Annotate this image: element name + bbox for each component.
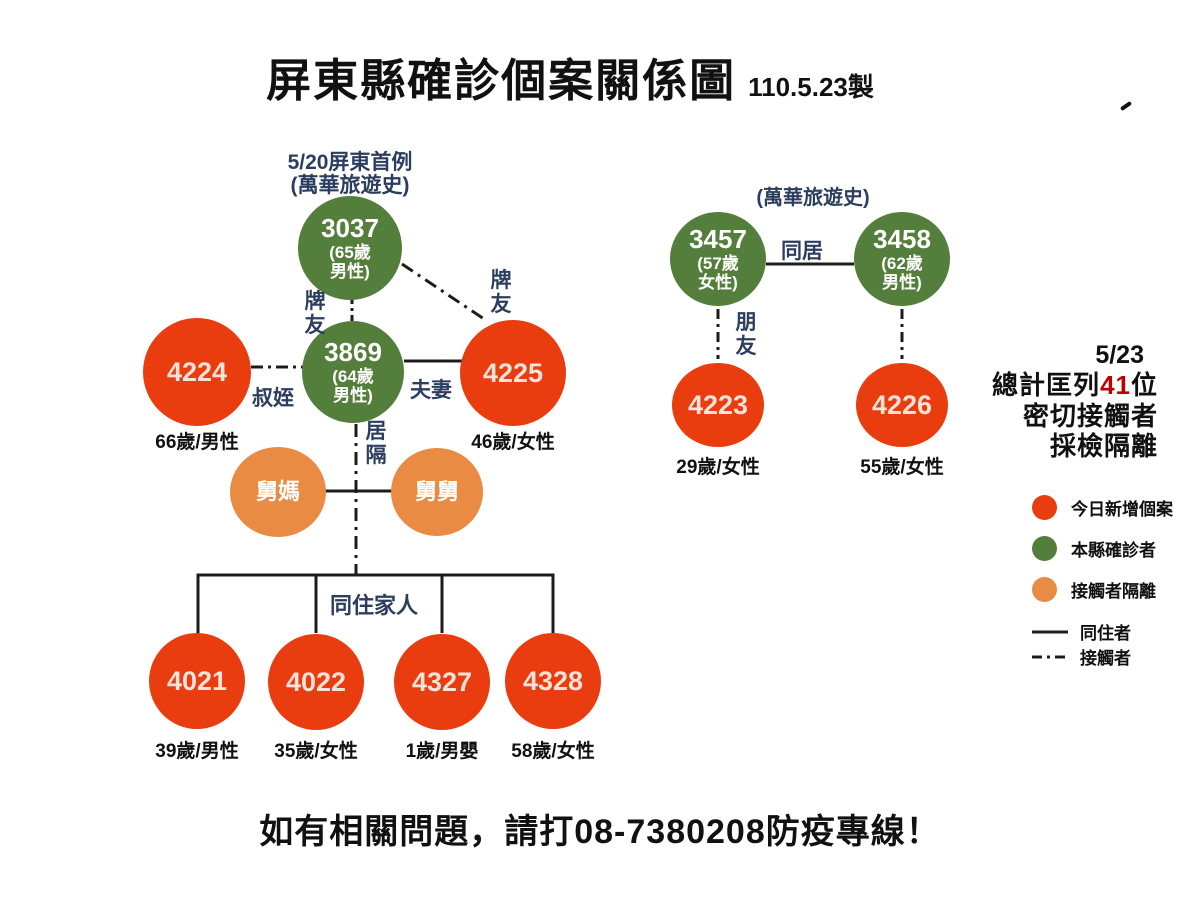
- annotation-first-case: 5/20屏東首例 (萬華旅遊史): [260, 151, 440, 197]
- case-gender: 男性): [882, 272, 922, 292]
- solid-line-icon: [1032, 630, 1068, 633]
- legend-item-contact: 接觸者: [1032, 644, 1131, 669]
- case-node-4021: 4021: [149, 633, 245, 729]
- annotation-line1: 5/20屏東首例: [287, 151, 413, 174]
- contact-node-uncle: 舅舅: [391, 448, 483, 536]
- case-node-4223: 4223: [672, 363, 764, 447]
- caption-4327: 1歲/男嬰: [405, 741, 479, 762]
- summary-line3: 採檢隔離: [1049, 431, 1158, 462]
- summary-count: 41: [1100, 370, 1131, 400]
- case-id: 3037: [321, 213, 379, 244]
- summary-line2: 密切接觸者: [1022, 400, 1158, 431]
- annotation-wanhua-travel: (萬華旅遊史): [756, 187, 870, 209]
- dashdot-line-icon: [1032, 655, 1068, 658]
- hotline-notice: 如有相關問題，請打08-7380208防疫專線！: [259, 813, 941, 851]
- contact-node-aunt: 舅媽: [230, 447, 326, 537]
- case-node-3457: 3457 (57歲 女性): [670, 212, 766, 306]
- case-gender: 男性): [333, 385, 373, 405]
- legend-item-confirmed: 本縣確診者: [1032, 536, 1156, 561]
- edge-label-mahjong-right: 牌友: [490, 269, 512, 316]
- case-node-3037: 3037 (65歲 男性): [298, 196, 402, 300]
- orange-dot-icon: [1032, 577, 1057, 602]
- edge-label-cohabiting-family: 同住家人: [330, 593, 419, 618]
- contact-tracing-summary: 5/23 總計匡列41位 密切接觸者 採檢隔離: [992, 340, 1158, 462]
- title-date: 110.5.23製: [748, 72, 874, 102]
- annotation-line2: (萬華旅遊史): [290, 173, 410, 197]
- case-id: 3458: [873, 224, 931, 255]
- case-node-4327: 4327: [394, 634, 490, 730]
- contact-label: 舅舅: [414, 479, 459, 505]
- legend-label: 同住者: [1080, 624, 1131, 643]
- case-id: 4327: [411, 666, 473, 697]
- case-id: 4022: [285, 666, 347, 697]
- case-age: (57歲: [697, 253, 739, 273]
- case-id: 4223: [687, 389, 749, 420]
- caption-4224: 66歲/男性: [155, 432, 239, 453]
- summary-date: 5/23: [1095, 341, 1144, 369]
- edge-label-cohabit: 同居: [781, 240, 823, 263]
- case-id: 4226: [871, 389, 933, 420]
- caption-4225: 46歲/女性: [471, 432, 555, 453]
- case-id: 3869: [324, 337, 382, 368]
- edge-label-home-isolation: 居隔: [365, 420, 387, 467]
- case-node-4225: 4225: [460, 320, 566, 426]
- case-node-4224: 4224: [143, 318, 251, 426]
- summary-count-suffix: 位: [1130, 370, 1158, 400]
- edge-family-tree: [196, 573, 555, 633]
- case-node-3458: 3458 (62歲 男性): [854, 212, 950, 306]
- case-id: 4328: [522, 665, 584, 696]
- summary-count-line: 總計匡列41位: [992, 370, 1158, 401]
- edge-label-friend: 朋友: [735, 311, 757, 358]
- caption-4223: 29歲/女性: [676, 457, 760, 478]
- case-node-4226: 4226: [856, 363, 948, 447]
- legend-item-new-case: 今日新增個案: [1032, 495, 1173, 520]
- edge-label-uncle-nephew: 叔姪: [252, 387, 294, 410]
- case-node-3869: 3869 (64歲 男性): [302, 321, 404, 423]
- red-dot-icon: [1032, 495, 1057, 520]
- green-dot-icon: [1032, 536, 1057, 561]
- case-age: (64歲: [332, 366, 374, 386]
- case-age: (65歲: [329, 242, 371, 262]
- edge-label-couple: 夫妻: [410, 379, 452, 402]
- page-title: 屏東縣確診個案關係圖: [266, 55, 737, 106]
- caption-4022: 35歲/女性: [274, 741, 358, 762]
- case-id: 4225: [482, 357, 544, 388]
- case-id: 3457: [689, 224, 747, 255]
- header: 屏東縣確診個案關係圖 110.5.23製: [0, 44, 1140, 109]
- legend-label: 今日新增個案: [1071, 500, 1173, 519]
- legend-item-cohabitant: 同住者: [1032, 619, 1131, 644]
- case-id: 4224: [166, 356, 228, 387]
- summary-count-prefix: 總計匡列: [992, 370, 1101, 400]
- case-gender: 男性): [330, 261, 370, 281]
- legend-label: 接觸者隔離: [1071, 582, 1156, 601]
- case-node-4022: 4022: [268, 634, 364, 730]
- case-node-4328: 4328: [505, 633, 601, 729]
- legend-label: 接觸者: [1080, 649, 1131, 668]
- caption-4226: 55歲/女性: [860, 457, 944, 478]
- legend-item-contact-isolation: 接觸者隔離: [1032, 577, 1156, 602]
- caption-4328: 58歲/女性: [511, 741, 595, 762]
- case-gender: 女性): [698, 272, 738, 292]
- edge-label-mahjong-left: 牌友: [304, 290, 326, 337]
- caption-4021: 39歲/男性: [155, 741, 239, 762]
- case-age: (62歲: [881, 253, 923, 273]
- edge-3037-4225-dash: [401, 262, 485, 321]
- case-id: 4021: [166, 665, 228, 696]
- contact-label: 舅媽: [255, 479, 300, 505]
- legend-label: 本縣確診者: [1071, 541, 1156, 560]
